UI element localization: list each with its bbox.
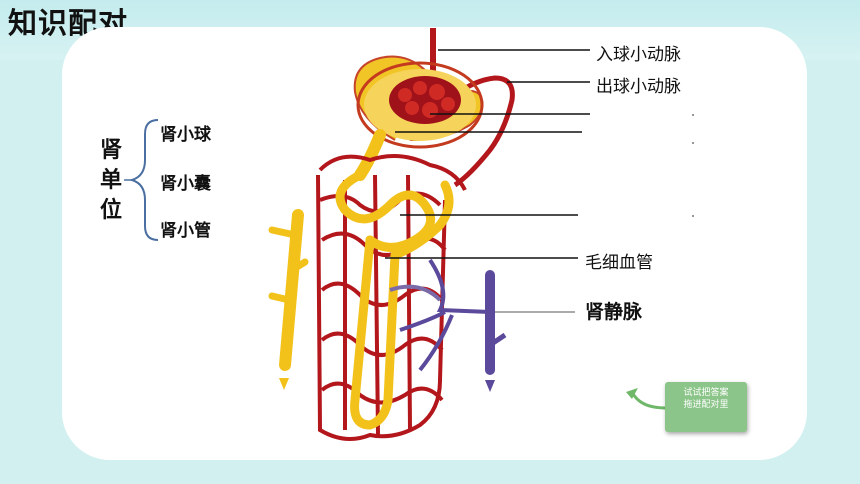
- renal-tubule: [335, 170, 454, 430]
- slot-marker: [692, 114, 694, 116]
- part-glomerulus[interactable]: 肾小球: [160, 125, 211, 145]
- venous-network: [389, 258, 491, 372]
- vein-arrow: [485, 380, 495, 392]
- hint-card: 试试把答案 拖进配对里: [665, 382, 747, 432]
- category-char-3: 位: [99, 198, 122, 223]
- slot-marker: [692, 142, 694, 144]
- category-char-2: 单: [99, 168, 122, 193]
- label-capillary: 毛细血管: [585, 253, 653, 273]
- hint-line-1: 试试把答案: [683, 388, 729, 398]
- category-char-1: 肾: [99, 138, 122, 163]
- part-renal-tubule[interactable]: 肾小管: [160, 221, 211, 241]
- capsule-outer: [356, 61, 484, 149]
- collecting-arrow: [279, 378, 289, 390]
- hint-line-2: 拖进配对里: [683, 400, 729, 410]
- category-brace: [128, 119, 159, 241]
- leader-lines: [385, 49, 590, 259]
- label-renal-vein: 肾静脉: [585, 301, 643, 323]
- part-bowmans-capsule[interactable]: 肾小囊: [160, 174, 211, 194]
- label-afferent-arteriole: 入球小动脉: [596, 45, 681, 65]
- hint-arrow: [630, 391, 666, 410]
- slot-marker: [692, 215, 694, 217]
- efferent-arteriole: [453, 75, 515, 188]
- nephron-category-label: 肾 单 位: [98, 136, 124, 226]
- tubule-neck: [354, 129, 386, 181]
- label-efferent-arteriole: 出球小动脉: [596, 77, 681, 97]
- collecting-duct: [279, 209, 304, 371]
